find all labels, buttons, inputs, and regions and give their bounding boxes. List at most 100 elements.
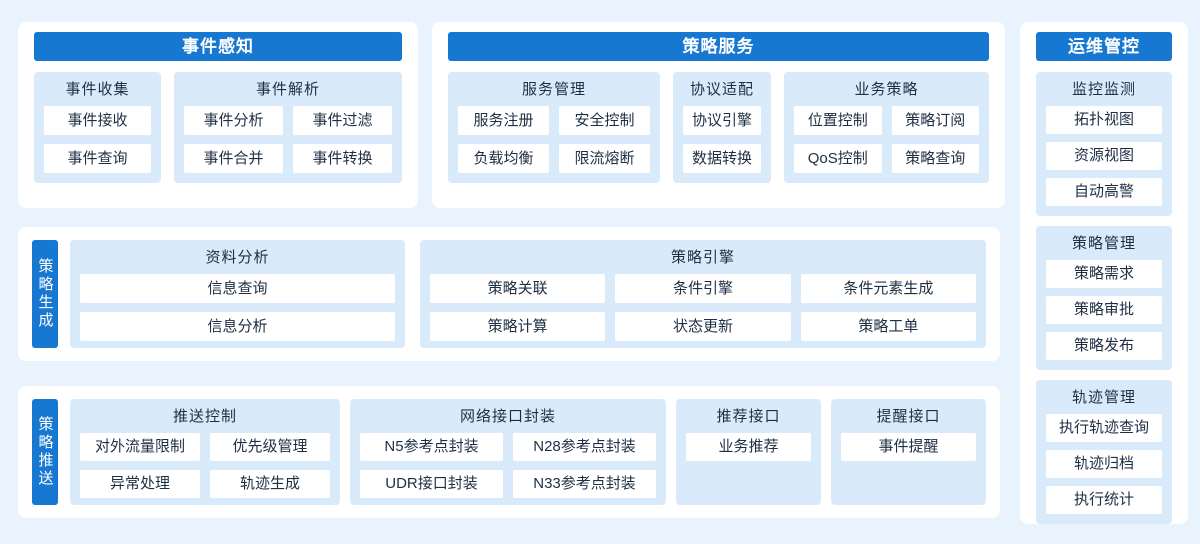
diagram-item: 信息分析 [80,312,395,341]
section-recommendation-interface: 推荐接口 业务推荐 [676,399,821,505]
section-push-control: 推送控制 对外流量限制 优先级管理 异常处理 轨迹生成 [70,399,340,505]
diagram-item: QoS控制 [794,144,882,173]
diagram-item: 事件接收 [44,106,151,135]
diagram-item: N28参考点封装 [513,433,656,461]
section-title: 网络接口封装 [459,408,556,425]
section-title: 资料分析 [205,249,270,266]
section-network-interface-encapsulation: 网络接口封装 N5参考点封装 N28参考点封装 UDR接口封装 N33参考点封装 [350,399,666,505]
diagram-item: 策略审批 [1046,296,1162,324]
diagram-item: 轨迹归档 [1046,450,1162,478]
diagram-item: 事件查询 [44,144,151,173]
diagram-item: 策略关联 [430,274,606,303]
diagram-item: 事件转换 [293,144,392,173]
diagram-item: 执行统计 [1046,486,1162,514]
ops-control-sections: 监控监测 拓扑视图 资源视图 自动高警 策略管理 策略需求 策略审批 策略发布 … [1020,72,1188,524]
section-reminder-interface: 提醒接口 事件提醒 [831,399,986,505]
diagram-item: 业务推荐 [686,433,811,461]
diagram-item: UDR接口封装 [360,470,503,498]
diagram-item: 信息查询 [80,274,395,303]
section-protocol-adaptation: 协议适配 协议引擎 数据转换 [673,72,771,183]
section-title: 推荐接口 [716,408,781,425]
section-title: 推送控制 [172,408,237,425]
panel-header-event-perception: 事件感知 [34,32,402,61]
section-title: 策略管理 [1071,235,1136,252]
vertical-label-policy-generation: 策略生成 [32,240,58,348]
diagram-item: 安全控制 [559,106,650,135]
section-title: 协议适配 [689,81,754,98]
section-grid: 对外流量限制 优先级管理 异常处理 轨迹生成 [80,433,330,498]
diagram-item: 位置控制 [794,106,882,135]
section-grid: 策略需求 策略审批 策略发布 [1046,260,1162,360]
panel-header-policy-service: 策略服务 [448,32,989,61]
diagram-item: 事件分析 [184,106,283,135]
panel-event-perception: 事件感知 事件收集 事件接收 事件查询 事件解析 事件分析 事件过滤 事件合并 … [18,22,418,208]
diagram-item: 策略订阅 [891,106,979,135]
panel-policy-push: 策略推送 推送控制 对外流量限制 优先级管理 异常处理 轨迹生成 网络接口封装 … [18,386,1000,518]
section-title: 轨迹管理 [1071,389,1136,406]
section-grid: 位置控制 策略订阅 QoS控制 策略查询 [794,106,979,173]
diagram-item: 条件引擎 [615,274,791,303]
diagram-item: 策略工单 [800,312,976,341]
section-grid: N5参考点封装 N28参考点封装 UDR接口封装 N33参考点封装 [360,433,656,498]
diagram-item: N33参考点封装 [513,470,656,498]
policy-generation-band: 策略生成 资料分析 信息查询 信息分析 策略引擎 策略关联 条件引擎 条件元素生… [18,227,1000,361]
section-service-management: 服务管理 服务注册 安全控制 负载均衡 限流熔断 [448,72,660,183]
section-grid: 事件提醒 [841,433,976,461]
diagram-item: 限流熔断 [559,144,650,173]
section-grid: 事件分析 事件过滤 事件合并 事件转换 [184,106,392,173]
diagram-item: 优先级管理 [210,433,330,461]
section-monitoring: 监控监测 拓扑视图 资源视图 自动高警 [1036,72,1172,216]
section-title: 业务策略 [854,81,919,98]
diagram-item: 事件过滤 [293,106,392,135]
section-grid: 业务推荐 [686,433,811,461]
section-event-collection: 事件收集 事件接收 事件查询 [34,72,161,183]
section-grid: 协议引擎 数据转换 [683,106,761,173]
diagram-item: 异常处理 [80,470,200,498]
diagram-item: 资源视图 [1046,142,1162,170]
diagram-item: 负载均衡 [458,144,549,173]
diagram-item: 对外流量限制 [80,433,200,461]
section-title: 事件解析 [255,81,320,98]
section-data-analysis: 资料分析 信息查询 信息分析 [70,240,405,348]
diagram-item: 自动高警 [1046,178,1162,206]
diagram-item: 拓扑视图 [1046,106,1162,134]
section-title: 监控监测 [1071,81,1136,98]
section-policy-management: 策略管理 策略需求 策略审批 策略发布 [1036,226,1172,370]
section-title: 事件收集 [65,81,130,98]
diagram-item: 事件提醒 [841,433,976,461]
diagram-item: 策略发布 [1046,332,1162,360]
section-title: 提醒接口 [876,408,941,425]
section-trajectory-management: 轨迹管理 执行轨迹查询 轨迹归档 执行统计 [1036,380,1172,524]
diagram-item: 策略需求 [1046,260,1162,288]
panel-policy-generation: 策略生成 资料分析 信息查询 信息分析 策略引擎 策略关联 条件引擎 条件元素生… [18,227,1000,361]
diagram-item: N5参考点封装 [360,433,503,461]
diagram-item: 策略查询 [891,144,979,173]
policy-service-sections: 服务管理 服务注册 安全控制 负载均衡 限流熔断 协议适配 协议引擎 数据转换 … [432,72,1005,183]
diagram-item: 轨迹生成 [210,470,330,498]
section-grid: 执行轨迹查询 轨迹归档 执行统计 [1046,414,1162,514]
diagram-item: 执行轨迹查询 [1046,414,1162,442]
diagram-item: 策略计算 [430,312,606,341]
section-grid: 服务注册 安全控制 负载均衡 限流熔断 [458,106,650,173]
diagram-item: 数据转换 [683,144,761,173]
diagram-item: 条件元素生成 [800,274,976,303]
section-grid: 策略关联 条件引擎 条件元素生成 策略计算 状态更新 策略工单 [430,274,976,341]
section-policy-engine: 策略引擎 策略关联 条件引擎 条件元素生成 策略计算 状态更新 策略工单 [420,240,986,348]
diagram-item: 事件合并 [184,144,283,173]
section-grid: 信息查询 信息分析 [80,274,395,341]
diagram-item: 协议引擎 [683,106,761,135]
section-title: 服务管理 [521,81,586,98]
event-perception-sections: 事件收集 事件接收 事件查询 事件解析 事件分析 事件过滤 事件合并 事件转换 [18,72,418,183]
policy-push-band: 策略推送 推送控制 对外流量限制 优先级管理 异常处理 轨迹生成 网络接口封装 … [18,386,1000,518]
panel-header-ops-control: 运维管控 [1036,32,1172,61]
diagram-item: 服务注册 [458,106,549,135]
section-title: 策略引擎 [670,249,735,266]
vertical-label-policy-push: 策略推送 [32,399,58,505]
panel-ops-control: 运维管控 监控监测 拓扑视图 资源视图 自动高警 策略管理 策略需求 策略审批 … [1020,22,1188,524]
section-grid: 拓扑视图 资源视图 自动高警 [1046,106,1162,206]
section-business-policy: 业务策略 位置控制 策略订阅 QoS控制 策略查询 [784,72,989,183]
section-event-parsing: 事件解析 事件分析 事件过滤 事件合并 事件转换 [174,72,402,183]
diagram-item: 状态更新 [615,312,791,341]
panel-policy-service: 策略服务 服务管理 服务注册 安全控制 负载均衡 限流熔断 协议适配 协议引擎 … [432,22,1005,208]
